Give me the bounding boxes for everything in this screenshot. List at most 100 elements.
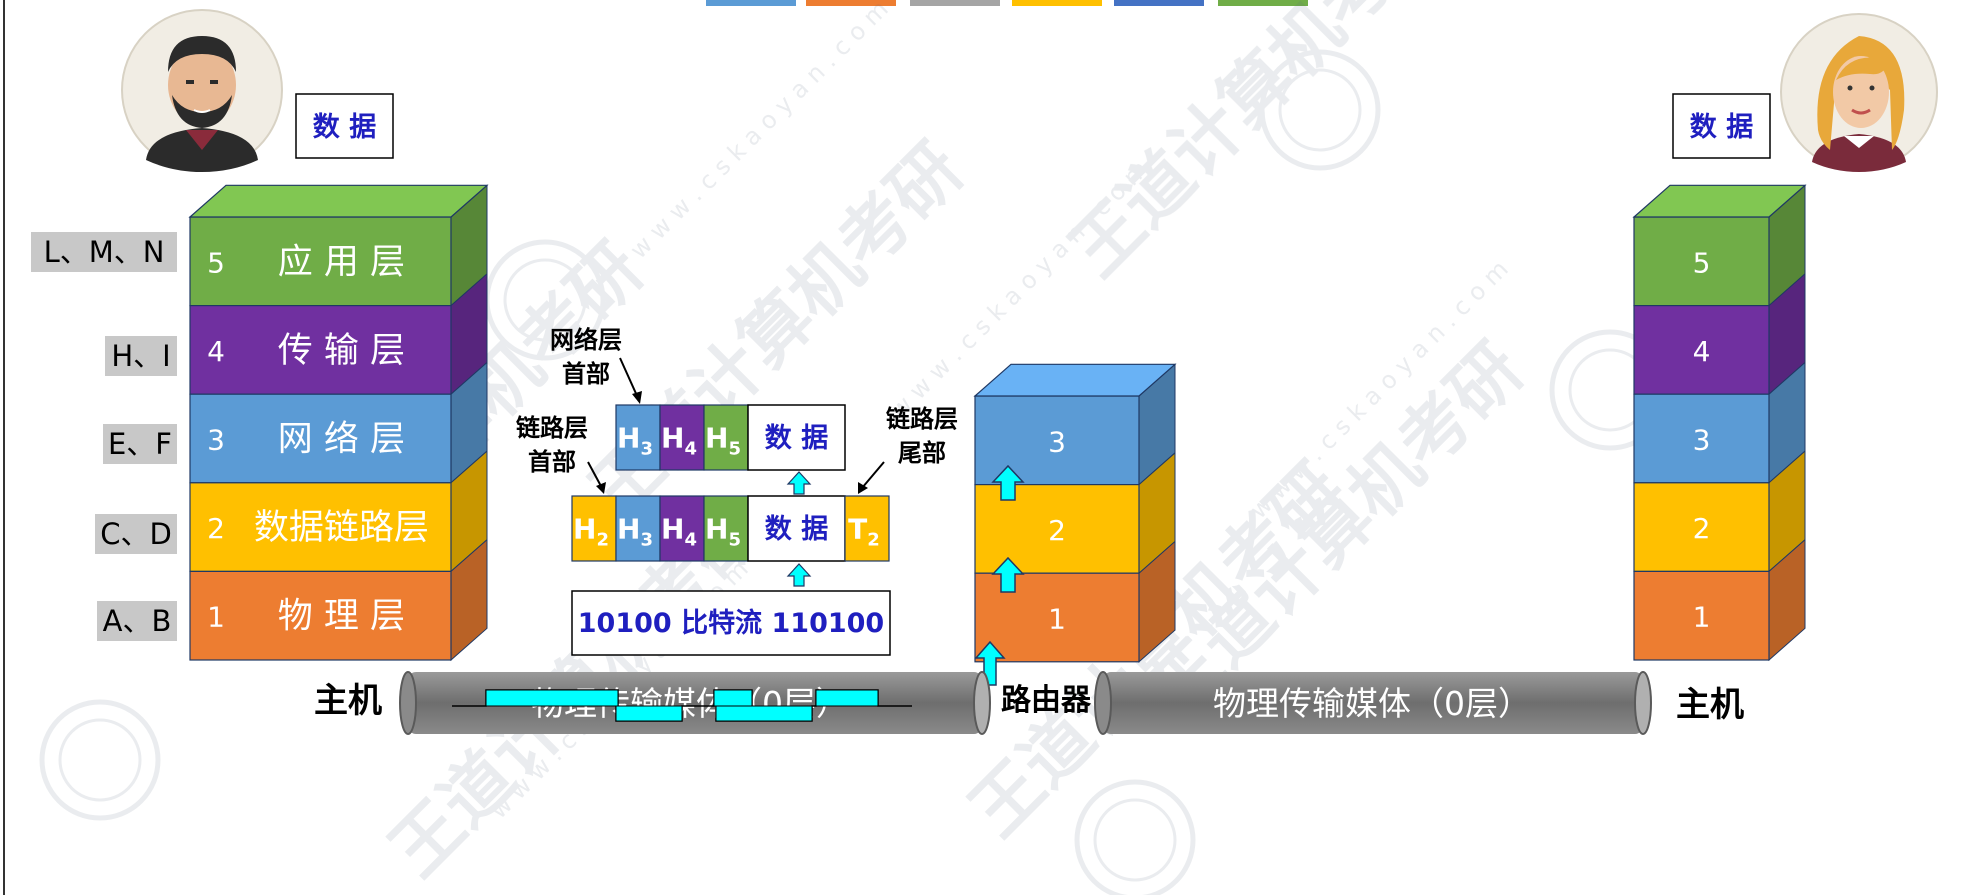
- watermark-seal: [503, 258, 587, 342]
- link-header-label-2: 首部: [528, 448, 576, 476]
- svg-text:L、M、N: L、M、N: [44, 235, 165, 269]
- bitstream-text: 10100 比特流 110100: [578, 608, 884, 639]
- right-media-label: 物理传输媒体（0层）: [1213, 684, 1531, 723]
- stack-top: [188, 184, 489, 218]
- layer-number: 3: [1048, 425, 1066, 458]
- layer-number: 2: [1693, 512, 1711, 545]
- layer-2: 2: [974, 451, 1176, 575]
- layer-1: 1 物 理 层: [189, 538, 488, 662]
- layer-name: 应 用 层: [278, 242, 405, 282]
- network-header-label-2: 首部: [562, 360, 610, 388]
- up-arrow-icon: [991, 464, 1025, 501]
- header-cell-h2: H2: [571, 495, 617, 562]
- layer-number: 3: [207, 424, 225, 457]
- bitstream-box: [571, 590, 891, 656]
- layer-number: 2: [207, 512, 225, 545]
- left-media-cable: 物理传输媒体（0层）: [399, 671, 991, 735]
- watermark-seal: [1259, 49, 1381, 171]
- header-cell-h5: H5: [703, 404, 749, 471]
- svg-text:H2: H2: [573, 513, 609, 551]
- left-host-stack: 5 应 用 层 4 传 输 层 3 网 络 层 2 数据链路层 1 物 理 层: [188, 184, 489, 662]
- right-media-cable: 物理传输媒体（0层）: [1094, 671, 1652, 735]
- watermark-seal: [1093, 798, 1177, 882]
- left-data-box: 数 据: [295, 93, 394, 159]
- up-arrow-icon: [991, 556, 1025, 593]
- layer-name: 物 理 层: [278, 597, 405, 637]
- layer-4: 4 传 输 层: [189, 272, 488, 396]
- router-up-arrows: [974, 464, 1025, 686]
- swatch: [706, 0, 796, 6]
- woman-avatar: [1780, 13, 1938, 172]
- packet-data-cell: [747, 404, 846, 471]
- layer-number: 1: [207, 601, 225, 634]
- layer-number: 5: [207, 246, 225, 279]
- left-data-text: 数 据: [313, 112, 376, 143]
- frame-data-cell: [747, 495, 846, 562]
- layer-5: 5 应 用 层: [189, 184, 488, 307]
- right-data-text: 数 据: [1690, 112, 1753, 143]
- svg-text:E、F: E、F: [108, 427, 172, 461]
- right-data-box: 数 据: [1672, 93, 1771, 159]
- svg-text:H3: H3: [617, 422, 653, 460]
- stack-top: [973, 363, 1177, 397]
- layer-tag: A、B: [97, 601, 177, 641]
- up-arrow-icon: [974, 640, 1006, 686]
- header-cell-h3: H3: [615, 495, 661, 562]
- layer-number: 4: [1693, 335, 1711, 368]
- stack-top: [1632, 184, 1807, 218]
- watermark-text: 王道计算机考研: [1054, 0, 1458, 292]
- top-swatch-bar: [706, 0, 1308, 6]
- svg-text:H5: H5: [705, 513, 741, 551]
- svg-text:H3: H3: [617, 513, 653, 551]
- right-host-label: 主机: [1676, 685, 1744, 725]
- svg-text:T2: T2: [848, 513, 880, 551]
- up-arrow-icon: [786, 563, 812, 587]
- layer-5: 5: [1633, 184, 1806, 307]
- layer-number: 1: [1693, 601, 1711, 634]
- watermark-text: 王道计算机考研: [574, 128, 978, 532]
- svg-text:H4: H4: [661, 422, 697, 460]
- swatch: [1012, 0, 1102, 6]
- watermark-seal: [1074, 779, 1196, 895]
- router-label: 路由器: [1001, 683, 1092, 718]
- man-avatar: [121, 9, 283, 172]
- layer-number: 2: [1048, 514, 1066, 547]
- watermark-text: 王道计算机考研: [1134, 328, 1538, 732]
- svg-text:H、I: H、I: [111, 339, 170, 373]
- packet-data-text: 数 据: [765, 423, 828, 454]
- swatch: [1114, 0, 1204, 6]
- layer-name: 数据链路层: [254, 508, 429, 548]
- watermark-seal: [39, 699, 161, 821]
- swatch: [910, 0, 1000, 6]
- layer-number: 4: [207, 335, 225, 368]
- frame-data-text: 数 据: [765, 514, 828, 545]
- link-trailer-label-2: 尾部: [898, 439, 946, 467]
- svg-text:C、D: C、D: [100, 517, 172, 551]
- left-host-label: 主机: [314, 681, 382, 721]
- svg-text:H5: H5: [705, 422, 741, 460]
- watermark-seal: [1278, 68, 1362, 152]
- layer-tag: E、F: [103, 424, 177, 464]
- right-host-stack: 5 4 3 2 1: [1632, 184, 1807, 662]
- trailer-cell-t2: T2: [844, 495, 890, 562]
- layer-number: 5: [1693, 246, 1711, 279]
- link-header-label-1: 链路层: [516, 414, 588, 442]
- layer-name: 网 络 层: [278, 420, 405, 460]
- layer-2: 2: [1633, 450, 1806, 573]
- watermark-seal: [58, 718, 142, 802]
- layer-tag: C、D: [95, 514, 177, 554]
- layer-1: 1: [974, 540, 1176, 663]
- layer-tag: H、I: [105, 336, 177, 376]
- layer-tag: L、M、N: [31, 232, 177, 272]
- header-cell-h5: H5: [703, 495, 749, 562]
- network-header-label-1: 网络层: [550, 326, 622, 354]
- router-stack: 3 21: [973, 363, 1177, 663]
- swatch: [1218, 0, 1308, 6]
- header-cell-h4: H4: [659, 495, 705, 562]
- layer-name: 传 输 层: [278, 331, 405, 371]
- layer-tags: L、M、N H、I E、F C、D A、B: [31, 232, 177, 641]
- layer-number: 3: [1693, 424, 1711, 457]
- svg-text:A、B: A、B: [103, 604, 172, 638]
